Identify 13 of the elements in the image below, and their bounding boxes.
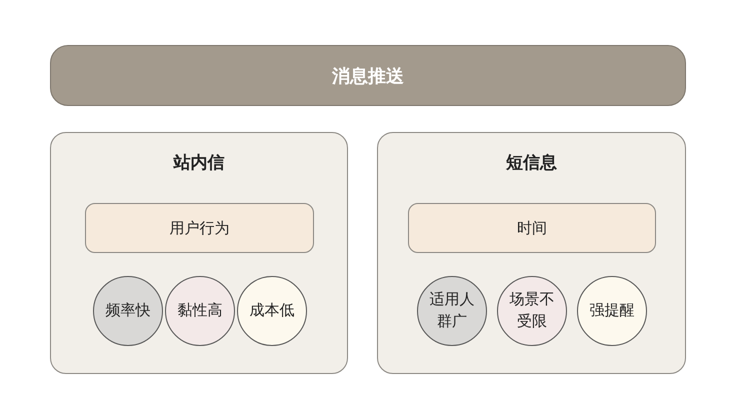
panel-heading: 短信息 <box>504 152 558 174</box>
feature-circle: 黏性高 <box>165 276 235 346</box>
category-panel <box>377 132 686 374</box>
feature-circle: 适用人群广 <box>417 276 487 346</box>
category-panel <box>50 132 348 374</box>
topic-box: 用户行为 <box>85 203 314 253</box>
feature-circle: 频率快 <box>93 276 163 346</box>
feature-circle: 成本低 <box>237 276 307 346</box>
topic-box: 时间 <box>408 203 656 253</box>
feature-circle: 强提醒 <box>577 276 647 346</box>
feature-circle: 场景不受限 <box>497 276 567 346</box>
panel-heading: 站内信 <box>172 152 226 174</box>
title-banner: 消息推送 <box>50 45 686 106</box>
